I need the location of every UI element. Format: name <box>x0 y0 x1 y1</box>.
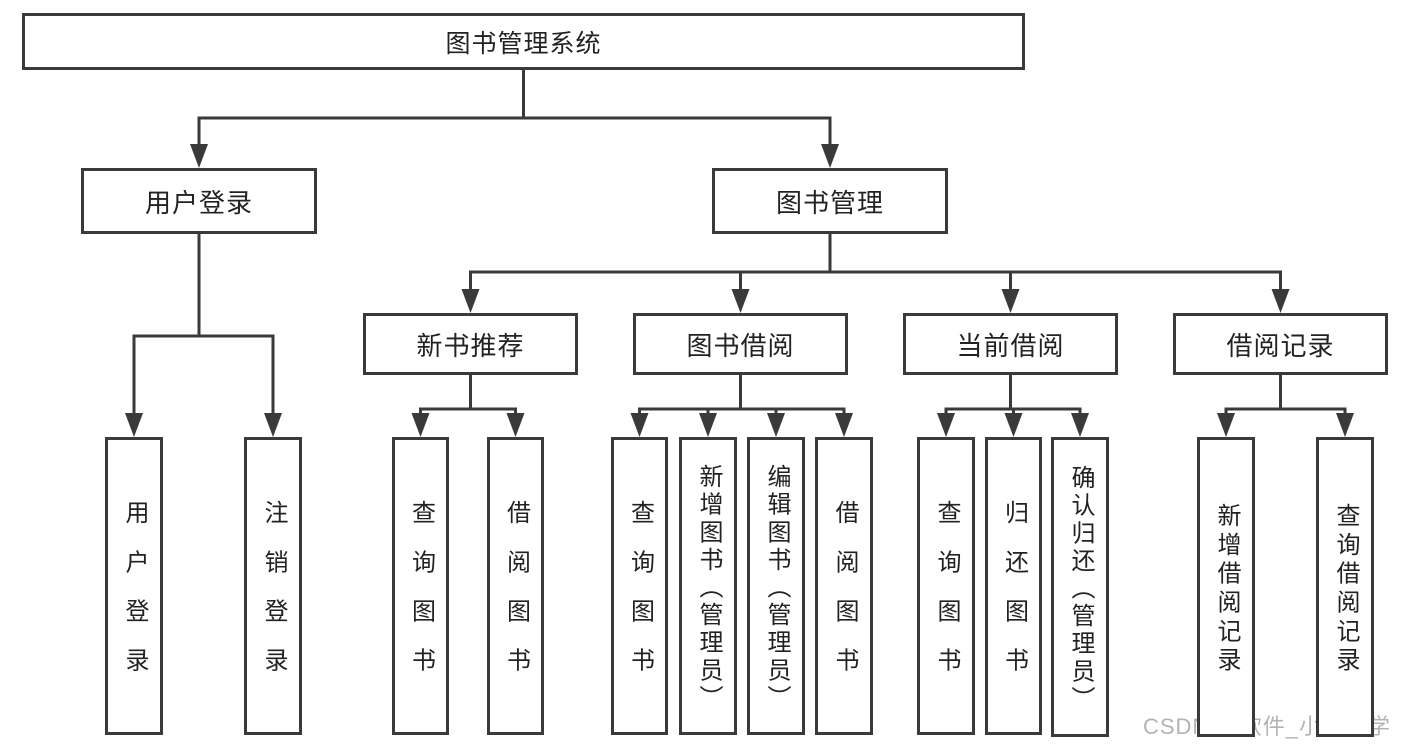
node-borrow-records: 借阅记录 <box>1173 313 1388 375</box>
node-bb-add-book: 新增图书（管理员） <box>679 437 737 735</box>
arrowhead-icon <box>1001 289 1020 313</box>
node-label-br-add-record: 新增借阅记录 <box>1213 502 1240 676</box>
arrowhead-icon <box>125 413 143 437</box>
arrowhead-icon <box>630 413 649 437</box>
arrowhead-icon <box>731 289 750 313</box>
arrowhead-icon <box>821 144 839 168</box>
node-label-root: 图书管理系统 <box>445 29 602 58</box>
node-bb-edit-book: 编辑图书（管理员） <box>747 437 805 735</box>
node-new-book-rec: 新书推荐 <box>363 313 578 375</box>
arrowhead-icon <box>1004 413 1023 437</box>
node-br-query-record: 查询借阅记录 <box>1316 437 1374 737</box>
node-label-bb-query-book: 查询图书 <box>626 500 654 697</box>
node-label-book-mgmt: 图书管理 <box>775 187 884 218</box>
arrowhead-icon <box>411 413 430 437</box>
node-book-mgmt: 图书管理 <box>712 168 948 234</box>
arrowhead-icon <box>506 413 525 437</box>
arrowhead-icon <box>767 413 785 437</box>
node-br-add-record: 新增借阅记录 <box>1197 437 1255 737</box>
node-login: 用户登录 <box>105 437 163 735</box>
node-label-cb-query-book: 查询图书 <box>933 500 960 697</box>
node-bb-borrow-book: 借阅图书 <box>815 437 873 735</box>
node-cb-query-book: 查询图书 <box>917 437 975 735</box>
node-root: 图书管理系统 <box>22 13 1025 70</box>
node-label-bb-edit-book: 编辑图书（管理员） <box>763 463 790 712</box>
arrowhead-icon <box>1271 289 1290 313</box>
node-nb-borrow-book: 借阅图书 <box>487 437 544 735</box>
arrowhead-icon <box>190 144 208 168</box>
node-label-current-borrow: 当前借阅 <box>956 330 1065 361</box>
node-cb-confirm-return: 确认归还（管理员） <box>1051 437 1109 737</box>
node-label-nb-borrow-book: 借阅图书 <box>502 500 530 697</box>
node-label-bb-add-book: 新增图书（管理员） <box>695 463 722 712</box>
node-label-bb-borrow-book: 借阅图书 <box>831 500 858 697</box>
node-user-login: 用户登录 <box>81 168 317 234</box>
node-label-logout: 注销登录 <box>260 500 287 697</box>
node-label-book-borrow: 图书借阅 <box>686 330 795 361</box>
node-label-cb-confirm-return: 确认归还（管理员） <box>1067 464 1094 713</box>
arrowhead-icon <box>264 413 282 437</box>
node-current-borrow: 当前借阅 <box>903 313 1118 375</box>
arrowhead-icon <box>1217 413 1235 437</box>
node-cb-return-book: 归还图书 <box>985 437 1042 735</box>
arrowhead-icon <box>1071 413 1089 437</box>
node-label-borrow-records: 借阅记录 <box>1226 330 1335 361</box>
arrowhead-icon <box>937 413 955 437</box>
node-logout: 注销登录 <box>244 437 302 735</box>
node-label-cb-return-book: 归还图书 <box>1000 500 1028 697</box>
node-label-login: 用户登录 <box>121 500 148 697</box>
arrowhead-icon <box>699 413 717 437</box>
node-label-new-book-rec: 新书推荐 <box>416 330 525 361</box>
node-bb-query-book: 查询图书 <box>611 437 668 735</box>
node-book-borrow: 图书借阅 <box>633 313 848 375</box>
node-label-nb-query-book: 查询图书 <box>407 500 435 697</box>
node-label-user-login: 用户登录 <box>144 187 253 218</box>
arrowhead-icon <box>461 289 480 313</box>
arrowhead-icon <box>835 413 853 437</box>
node-nb-query-book: 查询图书 <box>392 437 449 735</box>
node-label-br-query-record: 查询借阅记录 <box>1332 502 1359 676</box>
arrowhead-icon <box>1336 413 1354 437</box>
